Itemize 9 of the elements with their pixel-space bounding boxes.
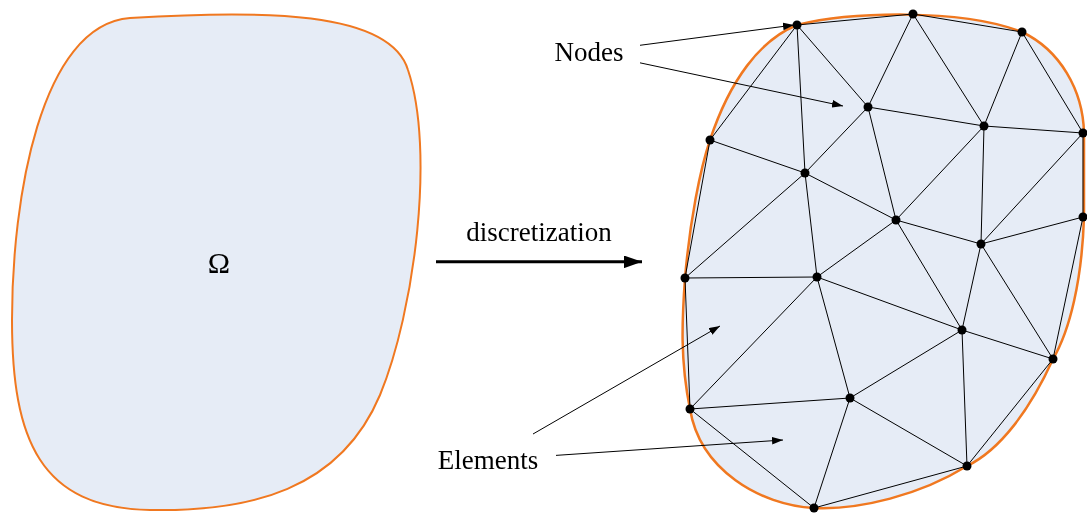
arrow bbox=[555, 436, 784, 456]
callout-text: Elements bbox=[437, 444, 539, 476]
edge-label: discretization bbox=[466, 216, 612, 248]
arrow bbox=[532, 325, 721, 435]
domain-symbol: Ω bbox=[207, 245, 231, 280]
callout-text: Nodes bbox=[554, 36, 624, 68]
arrow bbox=[436, 255, 642, 269]
arrow bbox=[639, 62, 844, 108]
arrow bbox=[639, 22, 795, 46]
